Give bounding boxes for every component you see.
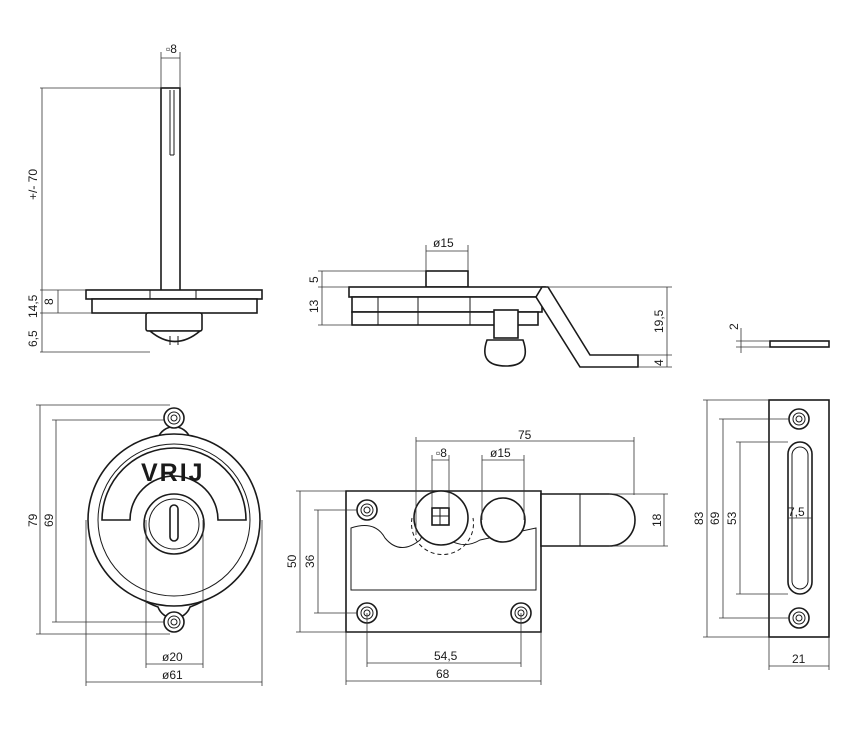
keeper-slot-length-label: 53 — [725, 511, 739, 525]
latch-top-label: 5 — [307, 276, 321, 283]
latch-side-view: ø15 5 13 19,5 4 — [307, 236, 672, 368]
arm-offset-label: 19,5 — [652, 309, 666, 333]
screw-hole-bottom — [163, 611, 185, 633]
latch-bolt — [540, 493, 636, 547]
spindle-square-label: ▫8 — [166, 42, 177, 56]
keeper-slot-width-label: 7,5 — [788, 505, 805, 519]
latch-hole-pitch-h-label: 54,5 — [434, 649, 458, 663]
latch-base — [351, 311, 539, 326]
bolt-top — [425, 270, 469, 288]
latch-height-label: 50 — [285, 554, 299, 568]
knob-slot — [169, 504, 179, 542]
latch-cutout — [350, 520, 537, 591]
latch-top-plate — [348, 286, 546, 298]
screw-hole-top — [163, 407, 185, 429]
keeper-screw-top — [788, 408, 810, 430]
spindle-hidden-circle — [411, 517, 474, 556]
vrij-sign: VRIJ — [141, 459, 205, 487]
latch-hole-pitch-v-label: 36 — [303, 554, 317, 568]
latch-square-label: ▫8 — [436, 446, 447, 460]
knob-stem — [493, 309, 519, 339]
latch-width-label: 68 — [436, 667, 450, 681]
latch-screw-top-left — [356, 499, 378, 521]
knob-diameter-label: ø20 — [162, 650, 183, 664]
knob-base — [145, 312, 203, 332]
keeper-strip-edge — [769, 340, 830, 348]
knob-cap — [484, 339, 527, 367]
plate-thickness-label: 8 — [42, 298, 56, 305]
sign-window — [101, 447, 247, 521]
keeper-screw-bottom — [788, 607, 810, 629]
rosette-diameter-label: ø61 — [162, 668, 183, 682]
keeper-width-label: 21 — [792, 652, 806, 666]
strip-side-view: 2 — [727, 323, 830, 353]
keeper-front-view: 83 69 53 7,5 21 — [692, 399, 830, 670]
plate-total-label: 14,5 — [26, 294, 40, 318]
indicator-front-view: VRIJ 79 69 ø20 ø61 — [26, 404, 263, 686]
latch-bent-arm — [535, 286, 639, 368]
spindle-side-view: ▫8 +/- 70 14,5 8 6,5 — [26, 42, 263, 353]
spindle-height-label: +/- 70 — [26, 169, 40, 200]
strip-thickness-label: 2 — [727, 323, 741, 330]
rosette-height-label: 79 — [26, 513, 40, 527]
rosette-pitch-label: 69 — [42, 513, 56, 527]
keeper-height-label: 83 — [692, 511, 706, 525]
latch-body-label: 13 — [307, 299, 321, 313]
bolt-diameter-label: ø15 — [433, 236, 454, 250]
latch-bolt-diameter-label: ø15 — [490, 446, 511, 460]
knob-height-label: 6,5 — [26, 330, 40, 347]
latch-front-view: 75 ▫8 ø15 18 50 36 54,5 68 — [285, 428, 668, 685]
latch-bolt-height-label: 18 — [650, 513, 664, 527]
bolt-circle — [480, 497, 526, 543]
rosette-body — [91, 298, 258, 314]
latch-total-width-label: 75 — [518, 428, 532, 442]
arm-foot-label: 4 — [652, 359, 666, 366]
knob-head — [147, 330, 203, 343]
keeper-pitch-label: 69 — [708, 511, 722, 525]
mounting-plate — [85, 289, 263, 300]
